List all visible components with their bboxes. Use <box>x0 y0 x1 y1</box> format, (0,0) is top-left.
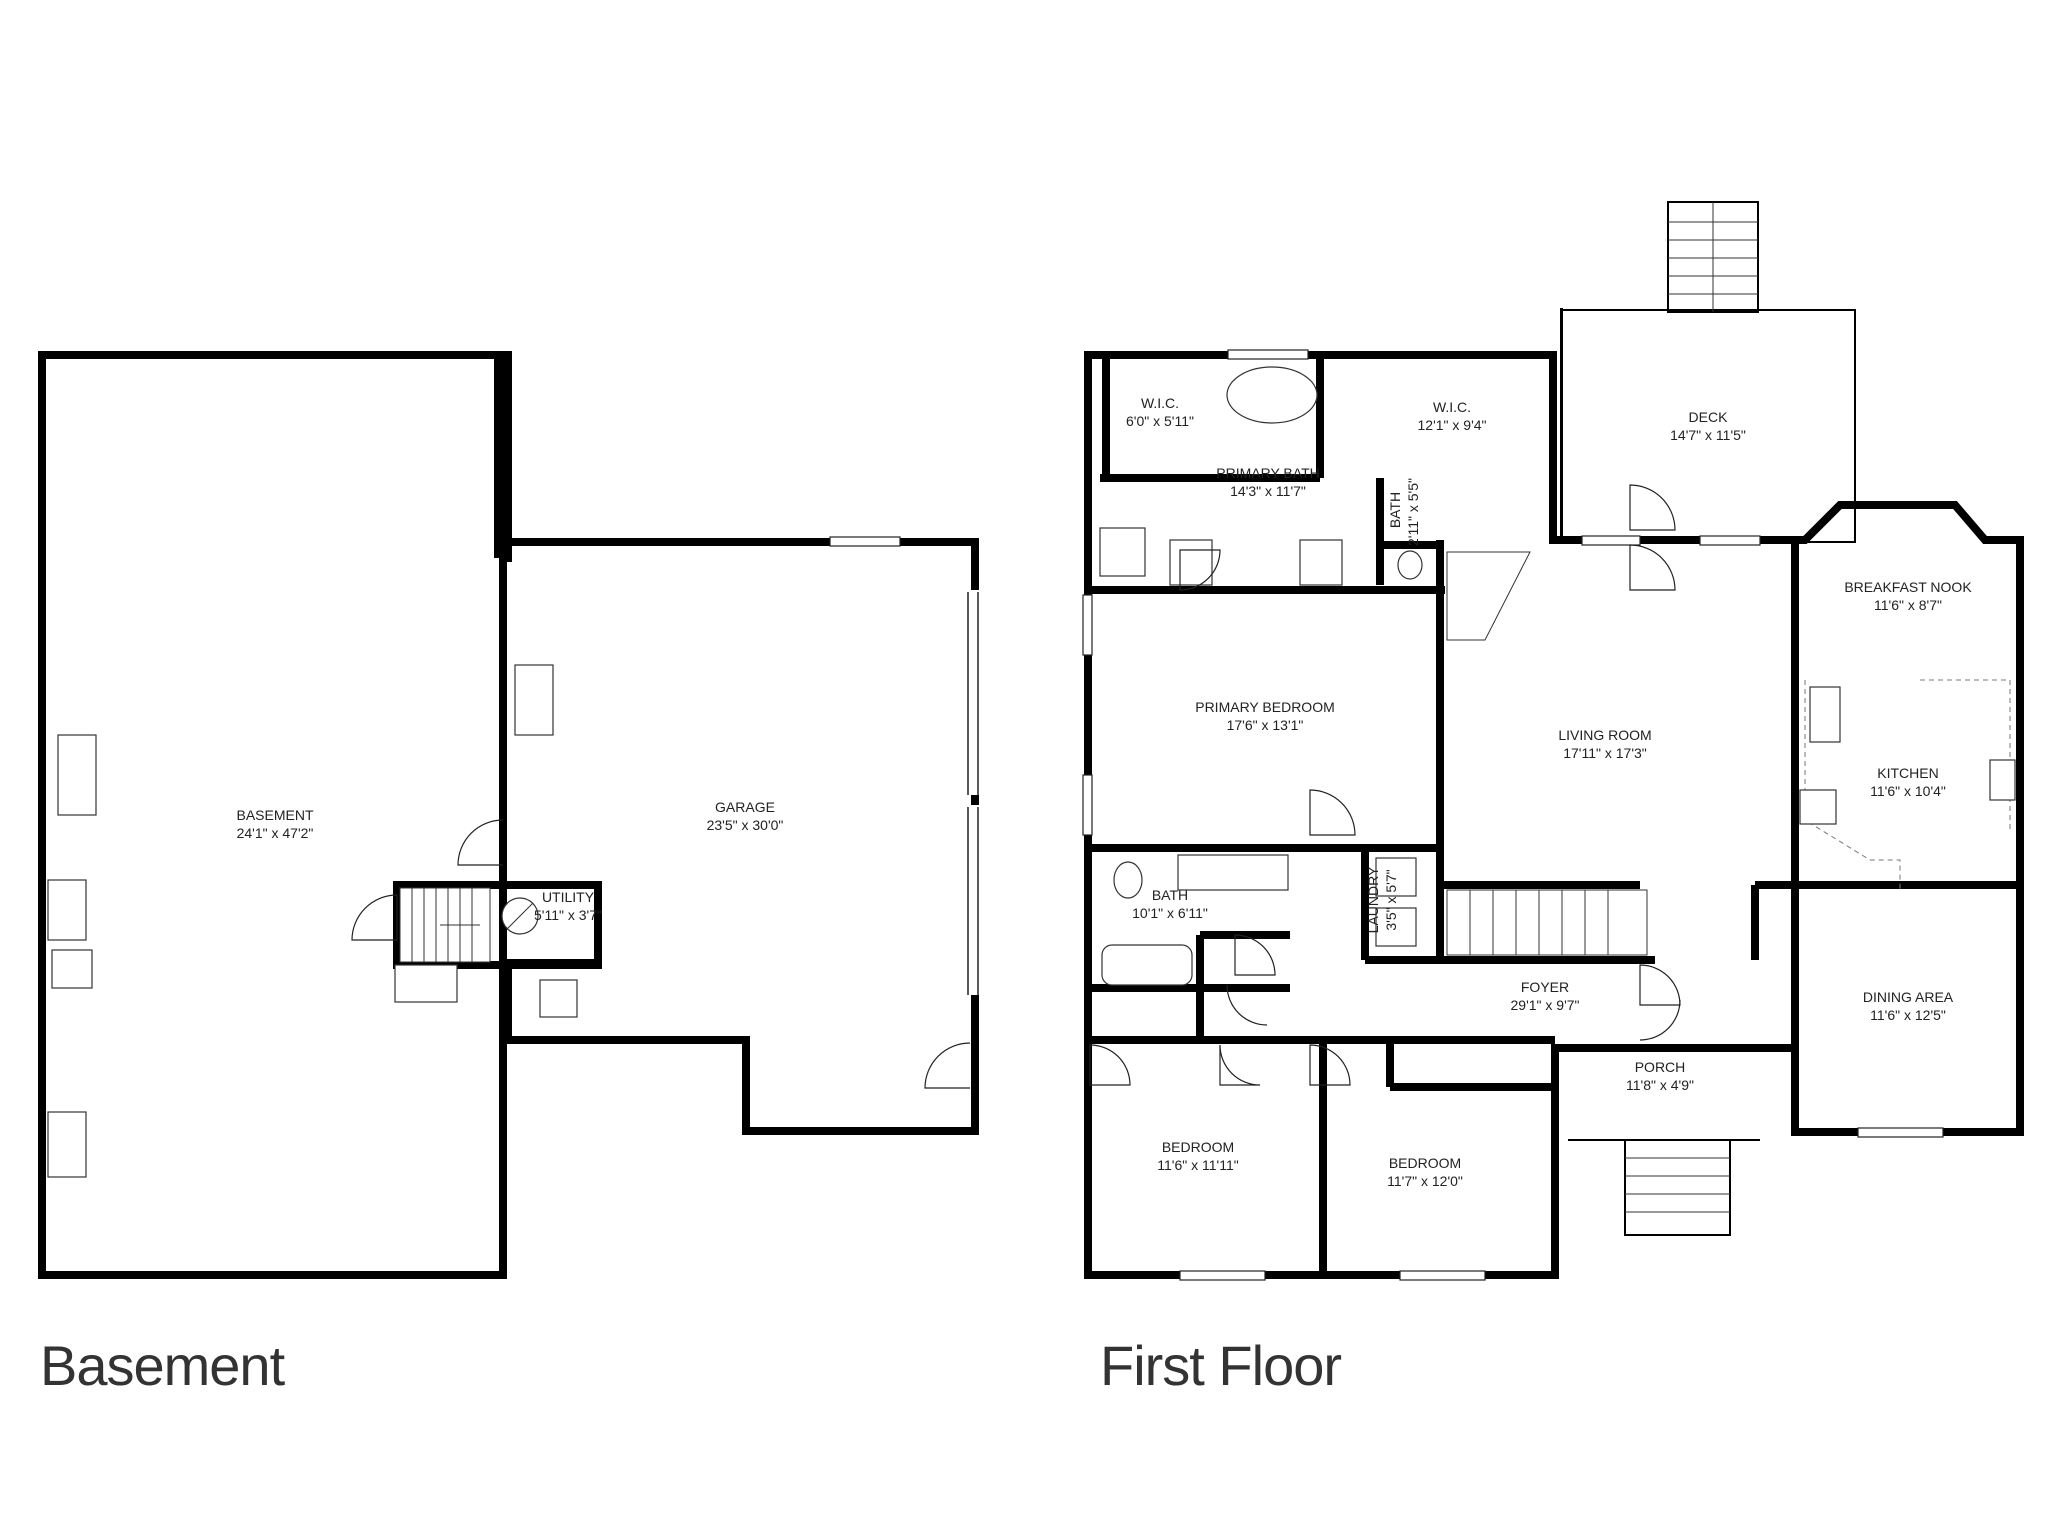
room-dims: 23'5" x 30'0" <box>707 817 784 833</box>
bathtub-icon <box>1101 944 1193 986</box>
sink-icon <box>1299 539 1343 586</box>
room-dims: 17'6" x 13'1" <box>1227 717 1304 733</box>
room-label: BEDROOM <box>1162 1139 1234 1155</box>
room-dims: 11'7" x 12'0" <box>1387 1173 1463 1189</box>
room-label: BEDROOM <box>1389 1155 1461 1171</box>
room-label: PORCH <box>1635 1059 1686 1075</box>
bathtub-icon <box>1226 366 1318 424</box>
room-dims: 11'6" x 10'4" <box>1870 783 1946 799</box>
room-dims: 5'11" x 3'7" <box>534 907 602 923</box>
room-dims: 14'3" x 11'7" <box>1230 483 1306 499</box>
first-floor-plan <box>1082 201 2024 1281</box>
room-dims: 11'8" x 4'9" <box>1626 1077 1694 1093</box>
room-dims: 14'7" x 11'5" <box>1670 427 1746 443</box>
room-label: BASEMENT <box>236 807 313 823</box>
room-dims: 29'1" x 9'7" <box>1511 997 1580 1013</box>
room-dims: 24'1" x 47'2" <box>237 825 314 841</box>
porch-steps <box>1568 1139 1760 1236</box>
room-label: BREAKFAST NOOK <box>1844 579 1972 595</box>
room-dims: 17'11" x 17'3" <box>1563 745 1647 761</box>
doors <box>1089 484 1681 1086</box>
interior-stairs <box>1446 551 1648 956</box>
first-floor-title: First Floor <box>1100 1334 1341 1397</box>
sink-icon <box>1169 539 1213 586</box>
room-dims: 12'1" x 9'4" <box>1418 417 1487 433</box>
room-dims: 11'6" x 8'7" <box>1874 597 1942 613</box>
kitchen-sink-icon <box>1989 759 2016 801</box>
basement-title: Basement <box>40 1334 286 1397</box>
room-label: LAUNDRY <box>1365 866 1381 933</box>
room-label: W.I.C. <box>1141 395 1179 411</box>
room-label: KITCHEN <box>1877 765 1938 781</box>
room-label: BATH <box>1152 887 1188 903</box>
garage-door-gap <box>970 590 980 795</box>
room-dims: 2'11" x 5'5" <box>1405 478 1421 546</box>
garage-walls <box>504 538 979 1135</box>
room-label: FOYER <box>1521 979 1569 995</box>
room-label: DECK <box>1689 409 1729 425</box>
room-dims: 6'0" x 5'11" <box>1126 413 1194 429</box>
room-label: PRIMARY BEDROOM <box>1195 699 1335 715</box>
basement-stairs <box>399 887 491 963</box>
stove-icon <box>1799 789 1837 825</box>
toilet-icon <box>1113 861 1143 899</box>
basement-fixture <box>57 734 97 816</box>
basement-door <box>457 819 504 866</box>
room-label: W.I.C. <box>1433 399 1471 415</box>
room-label: LIVING ROOM <box>1558 727 1651 743</box>
room-dims: 11'6" x 12'5" <box>1870 1007 1946 1023</box>
room-label: BATH <box>1387 492 1403 528</box>
room-dims: 10'1" x 6'11" <box>1132 905 1208 921</box>
room-label: UTILITY <box>542 889 595 905</box>
room-label: PRIMARY BATH <box>1216 465 1319 481</box>
washer-icon <box>1375 857 1417 897</box>
room-dims: 3'5" x 5'7" <box>1383 869 1399 930</box>
fridge-icon <box>1809 686 1841 743</box>
basement-labels: BASEMENT 24'1" x 47'2" GARAGE 23'5" x 30… <box>236 799 783 923</box>
toilet-icon <box>1397 550 1423 580</box>
deck-structure <box>1560 201 1856 544</box>
interior-walls <box>1092 355 2020 1275</box>
room-label: DINING AREA <box>1863 989 1954 1005</box>
vanity-icon <box>1177 854 1289 891</box>
basement-plan <box>38 351 980 1279</box>
basement-wall-accent <box>494 355 508 558</box>
room-label: GARAGE <box>715 799 775 815</box>
shower-icon <box>1099 527 1146 577</box>
windows <box>1082 349 1944 1281</box>
room-dims: 11'6" x 11'11" <box>1157 1157 1238 1173</box>
first-floor-labels: W.I.C. 6'0" x 5'11" PRIMARY BATH 14'3" x… <box>1126 395 1972 1189</box>
dryer-icon <box>1375 907 1417 947</box>
garage-window <box>829 536 901 547</box>
